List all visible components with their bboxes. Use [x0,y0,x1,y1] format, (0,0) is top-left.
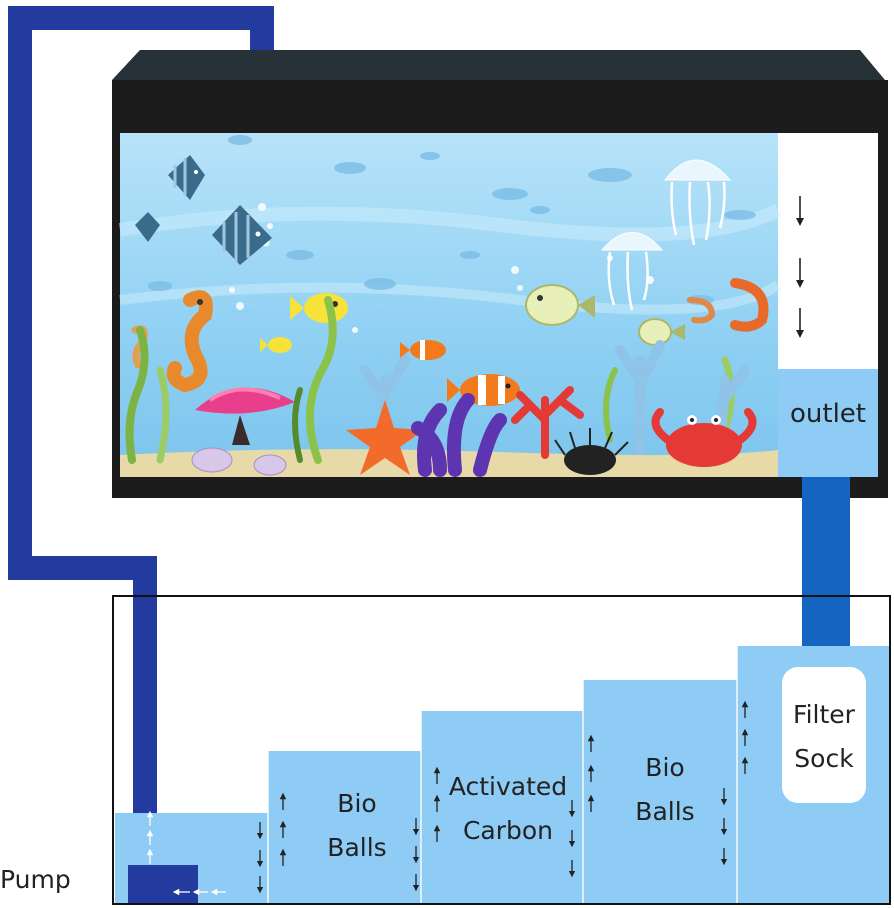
return-pipe [8,6,274,870]
shrimp-icon [687,297,716,324]
bio-balls-2-label: Bio Balls [600,746,730,834]
clownfish-icon [447,374,520,406]
shell-icon [191,447,287,476]
activated-carbon-label-line-2: Carbon [462,816,554,845]
sump-chamber-activated-carbon [421,711,583,903]
jellyfish-icon [663,159,732,246]
crab-icon [651,408,757,467]
seaweed-icon [125,296,735,464]
coral-icon [511,386,584,459]
sump-chamber-bio-balls-1 [268,751,421,903]
overflow-box [778,133,878,369]
angelfish-icon [168,155,205,200]
bio-balls-2-label-line-2: Balls [635,797,695,826]
filter-sock [782,667,866,803]
outlet-box [778,369,878,477]
sump-flow-arrows [256,700,749,894]
seahorse-icon [166,290,213,393]
clownfish-icon [400,340,446,360]
angelfish-icon [212,205,272,265]
pump-flow-arrows [146,810,226,896]
outlet-label: outlet [790,399,866,429]
shrimp-icon [730,278,769,332]
yellow-fish-icon [290,293,348,323]
activated-carbon-label-line-1: Activated [448,772,568,801]
yellow-fish-icon [260,337,292,353]
sump-chamber-bio-balls-2 [583,680,737,903]
coral-icon [411,393,507,477]
filter-sock-label-line-2: Sock [794,744,854,773]
pufferfish-icon [638,318,685,346]
drain-pipe [802,477,850,677]
angelfish-icon [135,212,160,242]
bio-balls-1-label-line-1: Bio [337,789,377,818]
filter-sock-label: Filter Sock [782,693,866,781]
filter-sock-label-line-1: Filter [793,700,855,729]
pump-icon [128,865,198,903]
bio-balls-2-label-line-1: Bio [645,753,685,782]
activated-carbon-label: Activated Carbon [442,765,574,853]
tank-lid [112,50,885,80]
bio-balls-1-label-line-2: Balls [327,833,387,862]
pufferfish-icon [525,284,595,326]
jellyfish-icon [600,232,664,311]
starfish-icon [346,400,424,475]
sump-outline [112,595,891,905]
bio-balls-1-label: Bio Balls [292,782,422,870]
sea-urchin-icon [554,428,629,475]
anemone-icon [195,387,295,445]
pump-label: Pump [0,865,71,894]
sump [112,595,891,905]
